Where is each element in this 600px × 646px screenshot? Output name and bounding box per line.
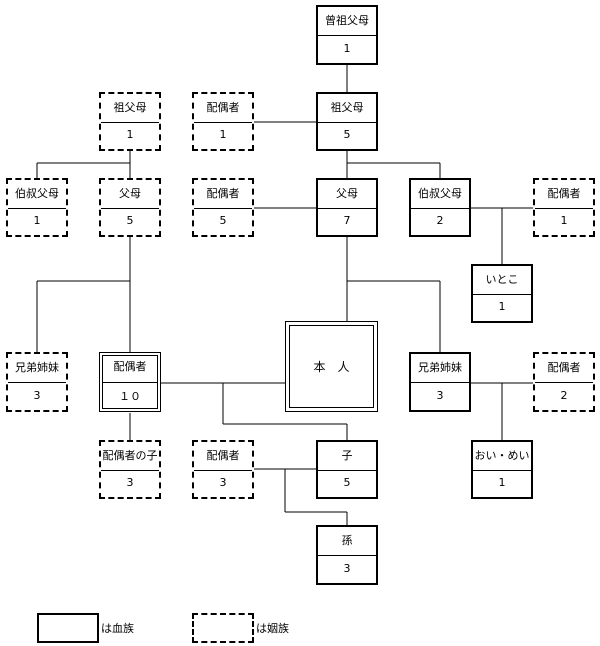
- spouse-of-sibling-label: 配偶者: [547, 361, 581, 374]
- divider: [535, 207, 593, 209]
- spouse-of-uncle-value: 1: [560, 214, 568, 227]
- spouse-of-uncle-box: 配偶者 1: [533, 178, 595, 237]
- divider: [318, 121, 376, 123]
- divider: [194, 207, 252, 209]
- spouse-value: １０: [119, 390, 141, 403]
- divider: [8, 382, 66, 383]
- uncle-aunt-label: 伯叔父母: [418, 187, 462, 200]
- sibling-inlaw-box: 兄弟姉妹 3: [6, 352, 68, 412]
- grandparent-label: 祖父母: [330, 101, 364, 114]
- grandchild-label: 孫: [341, 534, 353, 547]
- uncle-aunt-value: 2: [436, 214, 444, 227]
- spouse-box: 配偶者 １０: [99, 352, 161, 412]
- spouse-of-uncle-label: 配偶者: [547, 187, 581, 200]
- spouse-of-sibling-value: 2: [560, 389, 568, 402]
- parent-inlaw-label: 父母: [119, 187, 141, 200]
- divider: [318, 35, 376, 36]
- divider: [101, 469, 159, 471]
- grandchild-value: 3: [343, 562, 351, 575]
- spouse-grandparent-box: 祖父母 1: [99, 92, 161, 151]
- sibling-label: 兄弟姉妹: [418, 361, 462, 374]
- niece-nephew-label: おい・めい: [474, 449, 530, 462]
- child-box: 子 5: [316, 440, 378, 499]
- self-label: 本 人: [313, 360, 350, 374]
- cousin-box: いとこ 1: [471, 264, 533, 323]
- great-grandparent-box: 曾祖父母 1: [316, 5, 378, 65]
- divider: [194, 469, 252, 471]
- sibling-box: 兄弟姉妹 3: [409, 352, 471, 412]
- great-grandparent-value: 1: [343, 42, 351, 55]
- uncle-aunt-box: 伯叔父母 2: [409, 178, 471, 237]
- divider: [8, 207, 66, 209]
- parent-inlaw-value: 5: [126, 214, 134, 227]
- cousin-value: 1: [498, 300, 506, 313]
- spouse-child-value: 3: [126, 476, 134, 489]
- legend-inlaw-swatch: [192, 613, 254, 643]
- spouse-of-parent-box: 配偶者 5: [192, 178, 254, 237]
- legend-inlaw-label: は姻族: [256, 622, 289, 635]
- niece-nephew-box: おい・めい 1: [471, 440, 533, 499]
- spouse-of-child-box: 配偶者 3: [192, 440, 254, 499]
- sibling-value: 3: [436, 389, 444, 402]
- divider: [318, 469, 376, 471]
- cousin-label: いとこ: [485, 273, 519, 286]
- divider: [411, 382, 469, 383]
- spouse-child-label: 配偶者の子: [102, 449, 158, 462]
- divider: [103, 382, 157, 383]
- spouse-child-box: 配偶者の子 3: [99, 440, 161, 499]
- child-value: 5: [343, 476, 351, 489]
- spouse-grandparent-label: 祖父母: [113, 101, 147, 114]
- divider: [535, 382, 593, 383]
- uncle-aunt-inlaw-value: 1: [33, 214, 41, 227]
- spouse-of-grandparent-value: 1: [219, 128, 227, 141]
- legend-blood-label: は血族: [101, 622, 134, 635]
- spouse-of-child-label: 配偶者: [206, 449, 240, 462]
- divider: [473, 469, 531, 471]
- spouse-of-grandparent-box: 配偶者 1: [192, 92, 254, 151]
- uncle-aunt-inlaw-label: 伯叔父母: [15, 187, 59, 200]
- great-grandparent-label: 曾祖父母: [325, 14, 369, 27]
- spouse-grandparent-value: 1: [126, 128, 134, 141]
- grandchild-box: 孫 3: [316, 525, 378, 585]
- divider: [318, 555, 376, 556]
- spouse-of-child-value: 3: [219, 476, 227, 489]
- divider: [101, 121, 159, 123]
- spouse-of-parent-label: 配偶者: [206, 187, 240, 200]
- niece-nephew-value: 1: [498, 476, 506, 489]
- child-label: 子: [341, 449, 353, 462]
- parent-value: 7: [343, 214, 351, 227]
- divider: [473, 293, 531, 295]
- divider: [318, 207, 376, 209]
- grandparent-value: 5: [343, 128, 351, 141]
- divider: [194, 121, 252, 123]
- sibling-inlaw-label: 兄弟姉妹: [15, 361, 59, 374]
- divider: [411, 207, 469, 209]
- sibling-inlaw-value: 3: [33, 389, 41, 402]
- divider: [101, 207, 159, 209]
- parent-box: 父母 7: [316, 178, 378, 237]
- spouse-of-sibling-box: 配偶者 2: [533, 352, 595, 412]
- spouse-label: 配偶者: [113, 360, 147, 373]
- legend-blood-swatch: [37, 613, 99, 643]
- parent-inlaw-box: 父母 5: [99, 178, 161, 237]
- grandparent-box: 祖父母 5: [316, 92, 378, 151]
- uncle-aunt-inlaw-box: 伯叔父母 1: [6, 178, 68, 237]
- spouse-of-parent-value: 5: [219, 214, 227, 227]
- parent-label: 父母: [336, 187, 358, 200]
- self-box: 本 人: [285, 321, 378, 412]
- spouse-of-grandparent-label: 配偶者: [206, 101, 240, 114]
